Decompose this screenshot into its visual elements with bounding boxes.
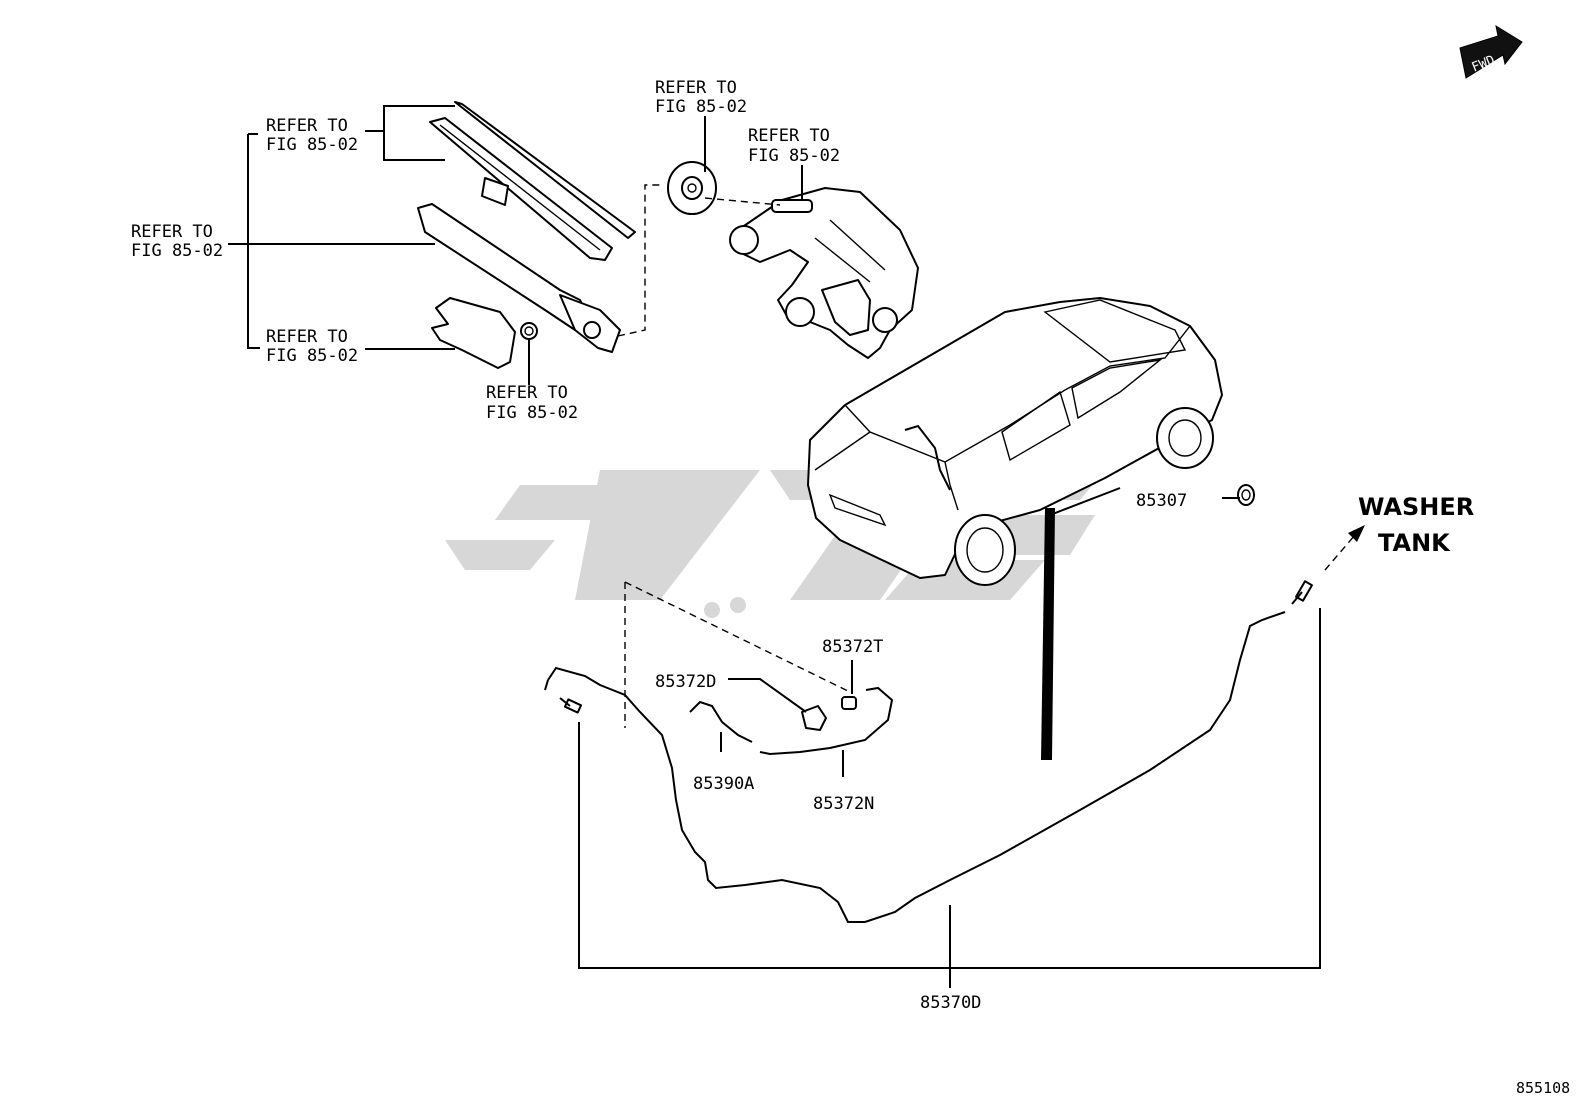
fwd-arrow-icon: FWD bbox=[1459, 24, 1523, 79]
vehicle-outline bbox=[807, 297, 1223, 586]
leader-lines bbox=[228, 105, 1365, 988]
grommet-ref-line1: REFER TO bbox=[655, 78, 737, 98]
part-label-85370D: 85370D bbox=[920, 993, 981, 1013]
nut-ref-line2: FIG 85-02 bbox=[486, 403, 578, 423]
grommet-ref-line2: FIG 85-02 bbox=[655, 97, 747, 117]
motor-ref-line1: REFER TO bbox=[748, 126, 830, 146]
washer-tank-line1: WASHER bbox=[1358, 493, 1474, 521]
wiper-blade bbox=[429, 101, 636, 261]
part-85307-grommet bbox=[1237, 484, 1255, 506]
wiper-arm-cap bbox=[431, 297, 516, 369]
part-85370D-washer-hose bbox=[544, 580, 1313, 923]
rear-wiper-motor bbox=[729, 187, 919, 359]
hose-location-pointer bbox=[1041, 508, 1055, 760]
wiper-arm bbox=[417, 203, 621, 353]
wiper-arm-nut bbox=[520, 322, 538, 340]
blade-ref-line2: FIG 85-02 bbox=[266, 135, 358, 155]
arm-ref-line1: REFER TO bbox=[131, 222, 213, 242]
part-85372N-hose bbox=[759, 686, 894, 756]
part-85372D-nozzle bbox=[801, 705, 827, 731]
blade-ref-line1: REFER TO bbox=[266, 116, 348, 136]
motor-ref-line2: FIG 85-02 bbox=[748, 146, 840, 166]
pivot-grommet bbox=[667, 161, 717, 215]
part-label-85390A: 85390A bbox=[693, 774, 754, 794]
part-85372T-nozzle bbox=[841, 696, 857, 710]
nut-ref-line1: REFER TO bbox=[486, 383, 568, 403]
figure-number: 855108 bbox=[1516, 1079, 1570, 1097]
washer-tank-line2: TANK bbox=[1378, 529, 1451, 557]
part-label-85307: 85307 bbox=[1136, 491, 1187, 511]
part-label-85372D: 85372D bbox=[655, 672, 716, 692]
cap-ref-line1: REFER TO bbox=[266, 327, 348, 347]
part-label-85372N: 85372N bbox=[813, 794, 874, 814]
cap-ref-line2: FIG 85-02 bbox=[266, 346, 358, 366]
arm-ref-line2: FIG 85-02 bbox=[131, 241, 223, 261]
part-label-85372T: 85372T bbox=[822, 637, 883, 657]
part-85390A-hose bbox=[689, 700, 753, 743]
